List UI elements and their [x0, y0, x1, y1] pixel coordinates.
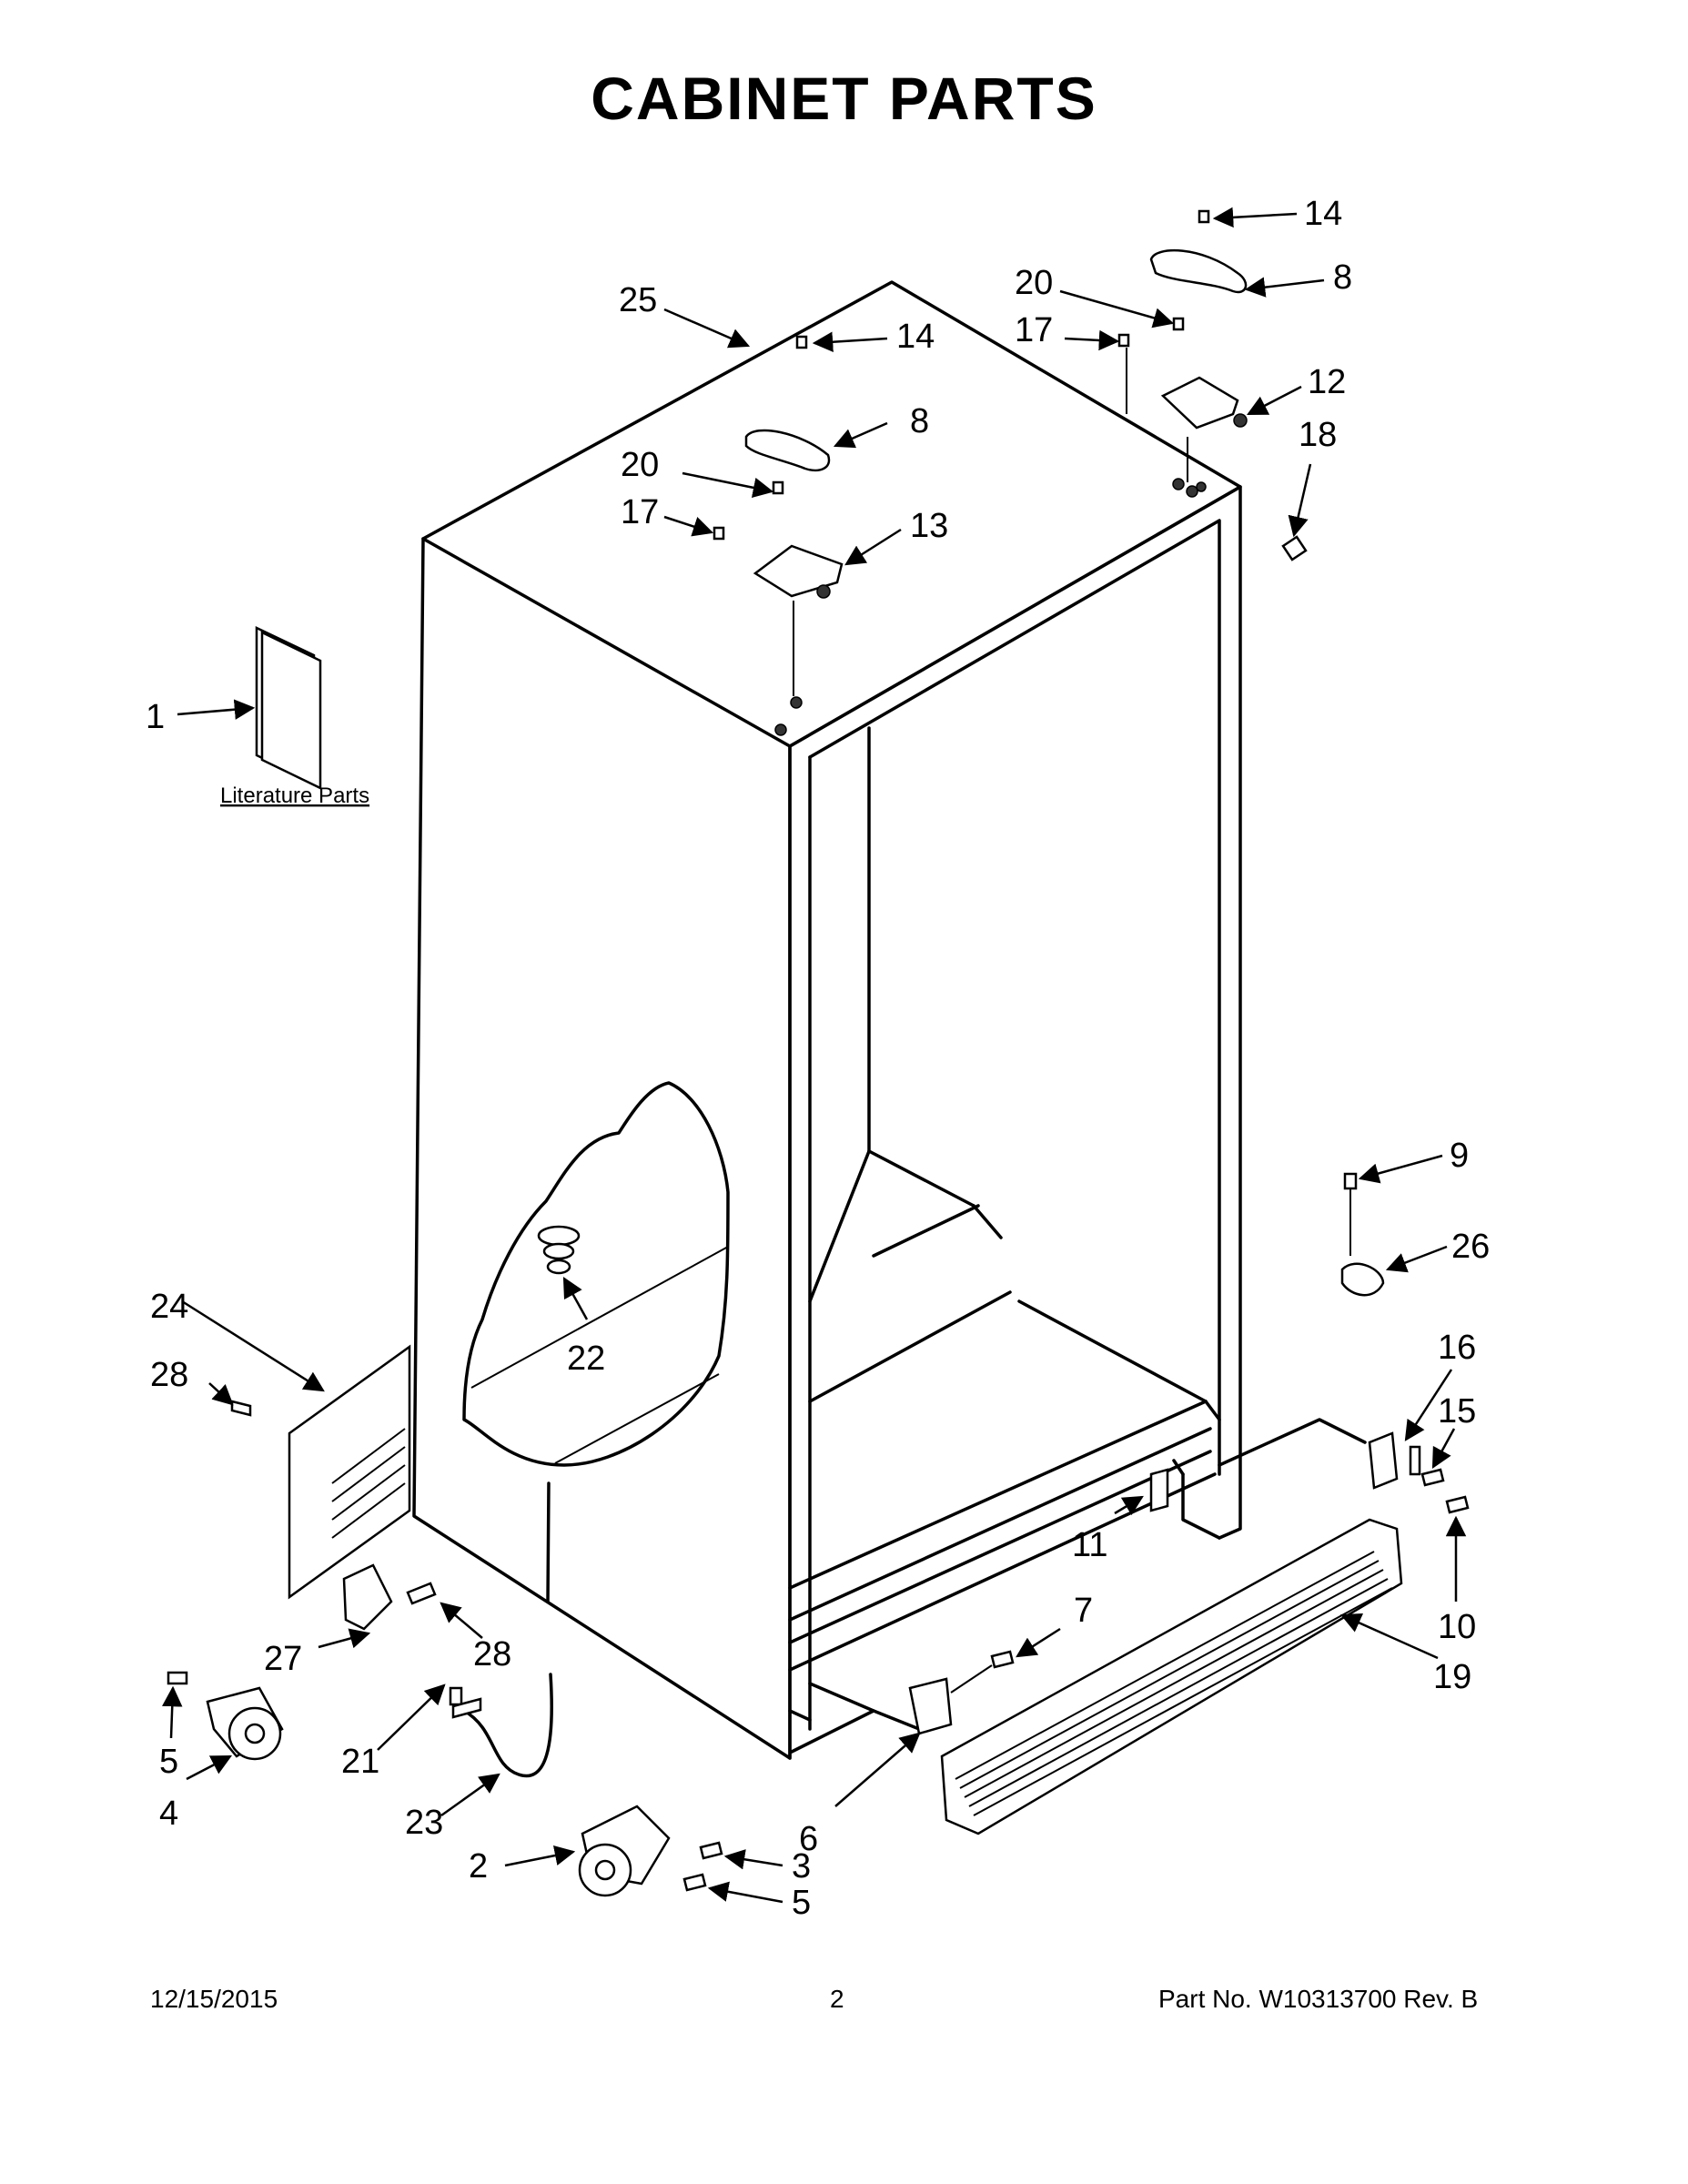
callout-5-lower: 5 [792, 1884, 811, 1922]
callout-7: 7 [1074, 1592, 1093, 1630]
top-hinge-left [713, 335, 844, 696]
literature-parts-label: Literature Parts [220, 784, 369, 808]
callout-23: 23 [405, 1804, 443, 1842]
callout-16: 16 [1438, 1329, 1476, 1367]
callout-17-right: 17 [1015, 311, 1053, 349]
part-23-tube [449, 1673, 553, 1778]
callout-9: 9 [1450, 1137, 1469, 1175]
footer-page-number: 2 [830, 1985, 844, 2013]
footer-date: 12/15/2015 [150, 1985, 278, 2013]
callout-labels: 1 Literature Parts 25 14 8 20 17 13 14 8… [146, 195, 1490, 1922]
callout-8-left: 8 [910, 402, 929, 440]
part-2-roller [578, 1805, 723, 1897]
callout-13: 13 [910, 507, 948, 545]
part-22-plug [537, 1225, 581, 1275]
part-24-grille [230, 1344, 411, 1600]
part-19-grille [940, 1518, 1403, 1835]
callout-3: 3 [792, 1847, 811, 1886]
cabinet [412, 280, 1367, 1760]
part-6-clip [908, 1650, 1015, 1735]
callout-11: 11 [1072, 1526, 1107, 1564]
leader-lines [162, 207, 1467, 1904]
callout-8-right: 8 [1333, 258, 1352, 297]
callout-27: 27 [264, 1640, 302, 1678]
footer-part-number: Part No. W10313700 Rev. B [1158, 1985, 1479, 2013]
callout-28-upper: 28 [150, 1356, 188, 1394]
callout-20-right: 20 [1015, 264, 1053, 302]
callout-14-right: 14 [1304, 195, 1342, 233]
callout-20-left: 20 [621, 446, 659, 484]
top-hinge-right [1117, 209, 1308, 561]
callout-15: 15 [1438, 1392, 1476, 1431]
callout-6: 6 [799, 1820, 818, 1858]
part-4-roller [167, 1671, 284, 1761]
callout-24: 24 [150, 1288, 188, 1326]
part-11-clip [1149, 1468, 1169, 1512]
callout-12: 12 [1308, 363, 1346, 401]
page-title: CABINET PARTS [591, 65, 1097, 132]
callout-25: 25 [619, 281, 657, 319]
callout-10: 10 [1438, 1608, 1476, 1646]
callout-18: 18 [1299, 416, 1337, 454]
callout-22: 22 [567, 1340, 605, 1378]
callout-14-left: 14 [896, 318, 935, 356]
callout-1: 1 [146, 698, 165, 736]
callout-17-left: 17 [621, 493, 659, 531]
part-16-bracket [1368, 1431, 1470, 1514]
callout-2: 2 [469, 1847, 488, 1886]
callout-28-lower: 28 [473, 1635, 511, 1673]
callout-4: 4 [159, 1795, 178, 1833]
callout-5-upper: 5 [159, 1743, 178, 1781]
part-27-bracket [342, 1563, 437, 1631]
literature-part [255, 626, 322, 790]
callout-26: 26 [1451, 1228, 1490, 1266]
part-26-bracket [1340, 1172, 1385, 1297]
callout-19: 19 [1433, 1658, 1471, 1696]
callout-21: 21 [341, 1743, 379, 1781]
